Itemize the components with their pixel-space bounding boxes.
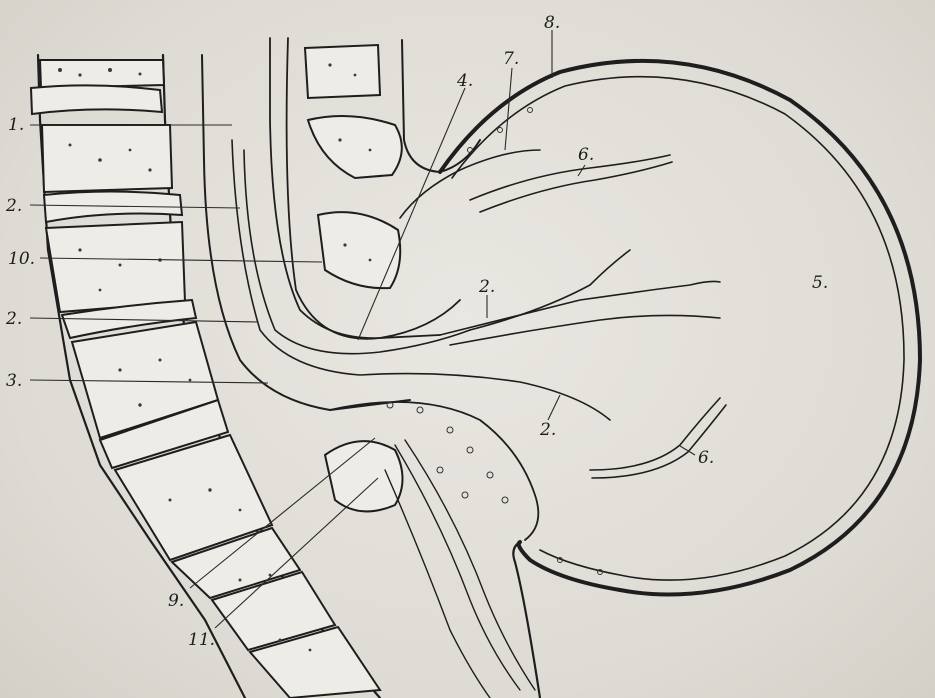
fat-tissue-texture	[387, 108, 603, 575]
spinous-process-2	[308, 116, 402, 178]
label-3: 3.	[6, 371, 22, 391]
vertebral-arches	[287, 38, 480, 339]
label-10: 10.	[8, 249, 35, 269]
spinous-process-1	[305, 45, 380, 98]
muscle-fiber-3	[385, 470, 490, 698]
meningocele-sac	[330, 61, 920, 698]
vertebra-3	[46, 222, 185, 312]
sac-neck-layer	[400, 150, 540, 218]
meningeal-layers	[202, 38, 610, 420]
label-7: 7.	[503, 49, 519, 69]
label-6-top: 6.	[578, 145, 594, 165]
vertebra-1	[40, 60, 164, 88]
leader-7	[505, 68, 512, 150]
label-2-left-a: 2.	[5, 196, 22, 216]
label-2-lower: 2.	[539, 420, 556, 440]
leader-6-top	[578, 165, 585, 176]
label-2-mid: 2.	[478, 277, 495, 297]
label-2-left-b: 2.	[5, 309, 22, 329]
label-6-bottom: 6.	[698, 448, 714, 468]
muscle-fiber-1	[395, 445, 520, 690]
label-9: 9.	[168, 591, 184, 611]
spinous-process-3	[318, 212, 400, 288]
label-4: 4.	[456, 71, 473, 91]
intervertebral-disc-1	[31, 85, 162, 114]
label-1-left: 1.	[8, 115, 24, 135]
nerve-fiber-6-top-a	[470, 155, 670, 200]
leader-2-lower	[548, 395, 560, 420]
nerve-fiber-2-mid-b	[450, 315, 720, 345]
sac-wall-outer	[440, 61, 920, 595]
label-5: 5.	[812, 273, 828, 293]
sacral-bone-11	[325, 441, 403, 511]
label-11: 11.	[188, 630, 215, 650]
vertebra-2	[42, 125, 172, 192]
nerve-fibers	[440, 155, 726, 478]
label-8: 8.	[544, 13, 560, 33]
